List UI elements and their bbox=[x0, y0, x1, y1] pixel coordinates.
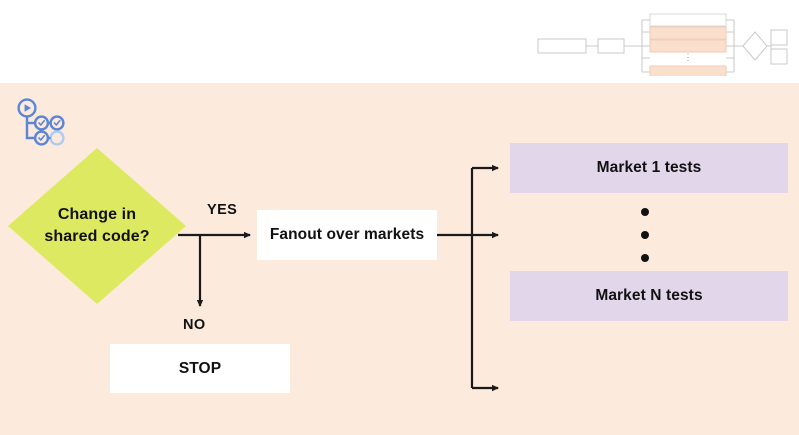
thumb-box-source bbox=[537, 38, 587, 54]
decision-node-label: Change in shared code? bbox=[26, 204, 167, 247]
empty-node-icon bbox=[49, 130, 65, 146]
edge-label-no: NO bbox=[183, 317, 206, 333]
decision-node-change-in-shared-code[interactable]: Change in shared code? bbox=[8, 148, 186, 304]
play-glyph-icon bbox=[24, 104, 31, 112]
market-node-last[interactable]: Market N tests bbox=[510, 271, 788, 321]
check-node-icon-3 bbox=[33, 130, 50, 146]
ellipsis-dot-3 bbox=[641, 254, 649, 262]
check-glyph-3-icon bbox=[38, 134, 46, 141]
ellipsis-dot-2 bbox=[641, 231, 649, 239]
play-node-icon bbox=[17, 98, 37, 118]
pipeline-nodes-logo bbox=[17, 98, 65, 146]
process-node-fanout-over-markets[interactable]: Fanout over markets bbox=[257, 210, 437, 260]
check-node-icon-1 bbox=[33, 115, 50, 131]
thumb-box-stack-n bbox=[649, 65, 727, 76]
decision-node-label-line2: shared code? bbox=[44, 228, 150, 245]
thumb-box-trigger bbox=[597, 38, 625, 54]
thumb-box-stack-2 bbox=[649, 26, 727, 40]
check-glyph-2-icon bbox=[53, 119, 61, 126]
thumb-box-out-2 bbox=[770, 48, 788, 65]
ellipsis-dot-1 bbox=[641, 208, 649, 216]
vertical-ellipsis-icon bbox=[640, 208, 650, 262]
check-glyph-1-icon bbox=[38, 119, 46, 126]
decision-node-label-line1: Change in bbox=[57, 206, 137, 224]
diagram-canvas: Change in shared code? YES NO Fanout ove… bbox=[0, 83, 799, 435]
market-node-first[interactable]: Market 1 tests bbox=[510, 143, 788, 193]
thumb-box-out-1 bbox=[770, 29, 788, 46]
thumb-box-stack-3 bbox=[649, 39, 727, 53]
thumb-ellipsis-icon: ⋮ bbox=[684, 52, 693, 62]
pipeline-diagram-thumbnail[interactable]: ⋮ bbox=[528, 8, 790, 76]
edge-label-yes: YES bbox=[207, 202, 238, 218]
thumb-decision-diamond bbox=[742, 31, 768, 61]
thumb-box-stack-1 bbox=[649, 13, 727, 27]
terminal-node-stop[interactable]: STOP bbox=[110, 344, 290, 393]
header-band: ⋮ bbox=[0, 0, 799, 83]
